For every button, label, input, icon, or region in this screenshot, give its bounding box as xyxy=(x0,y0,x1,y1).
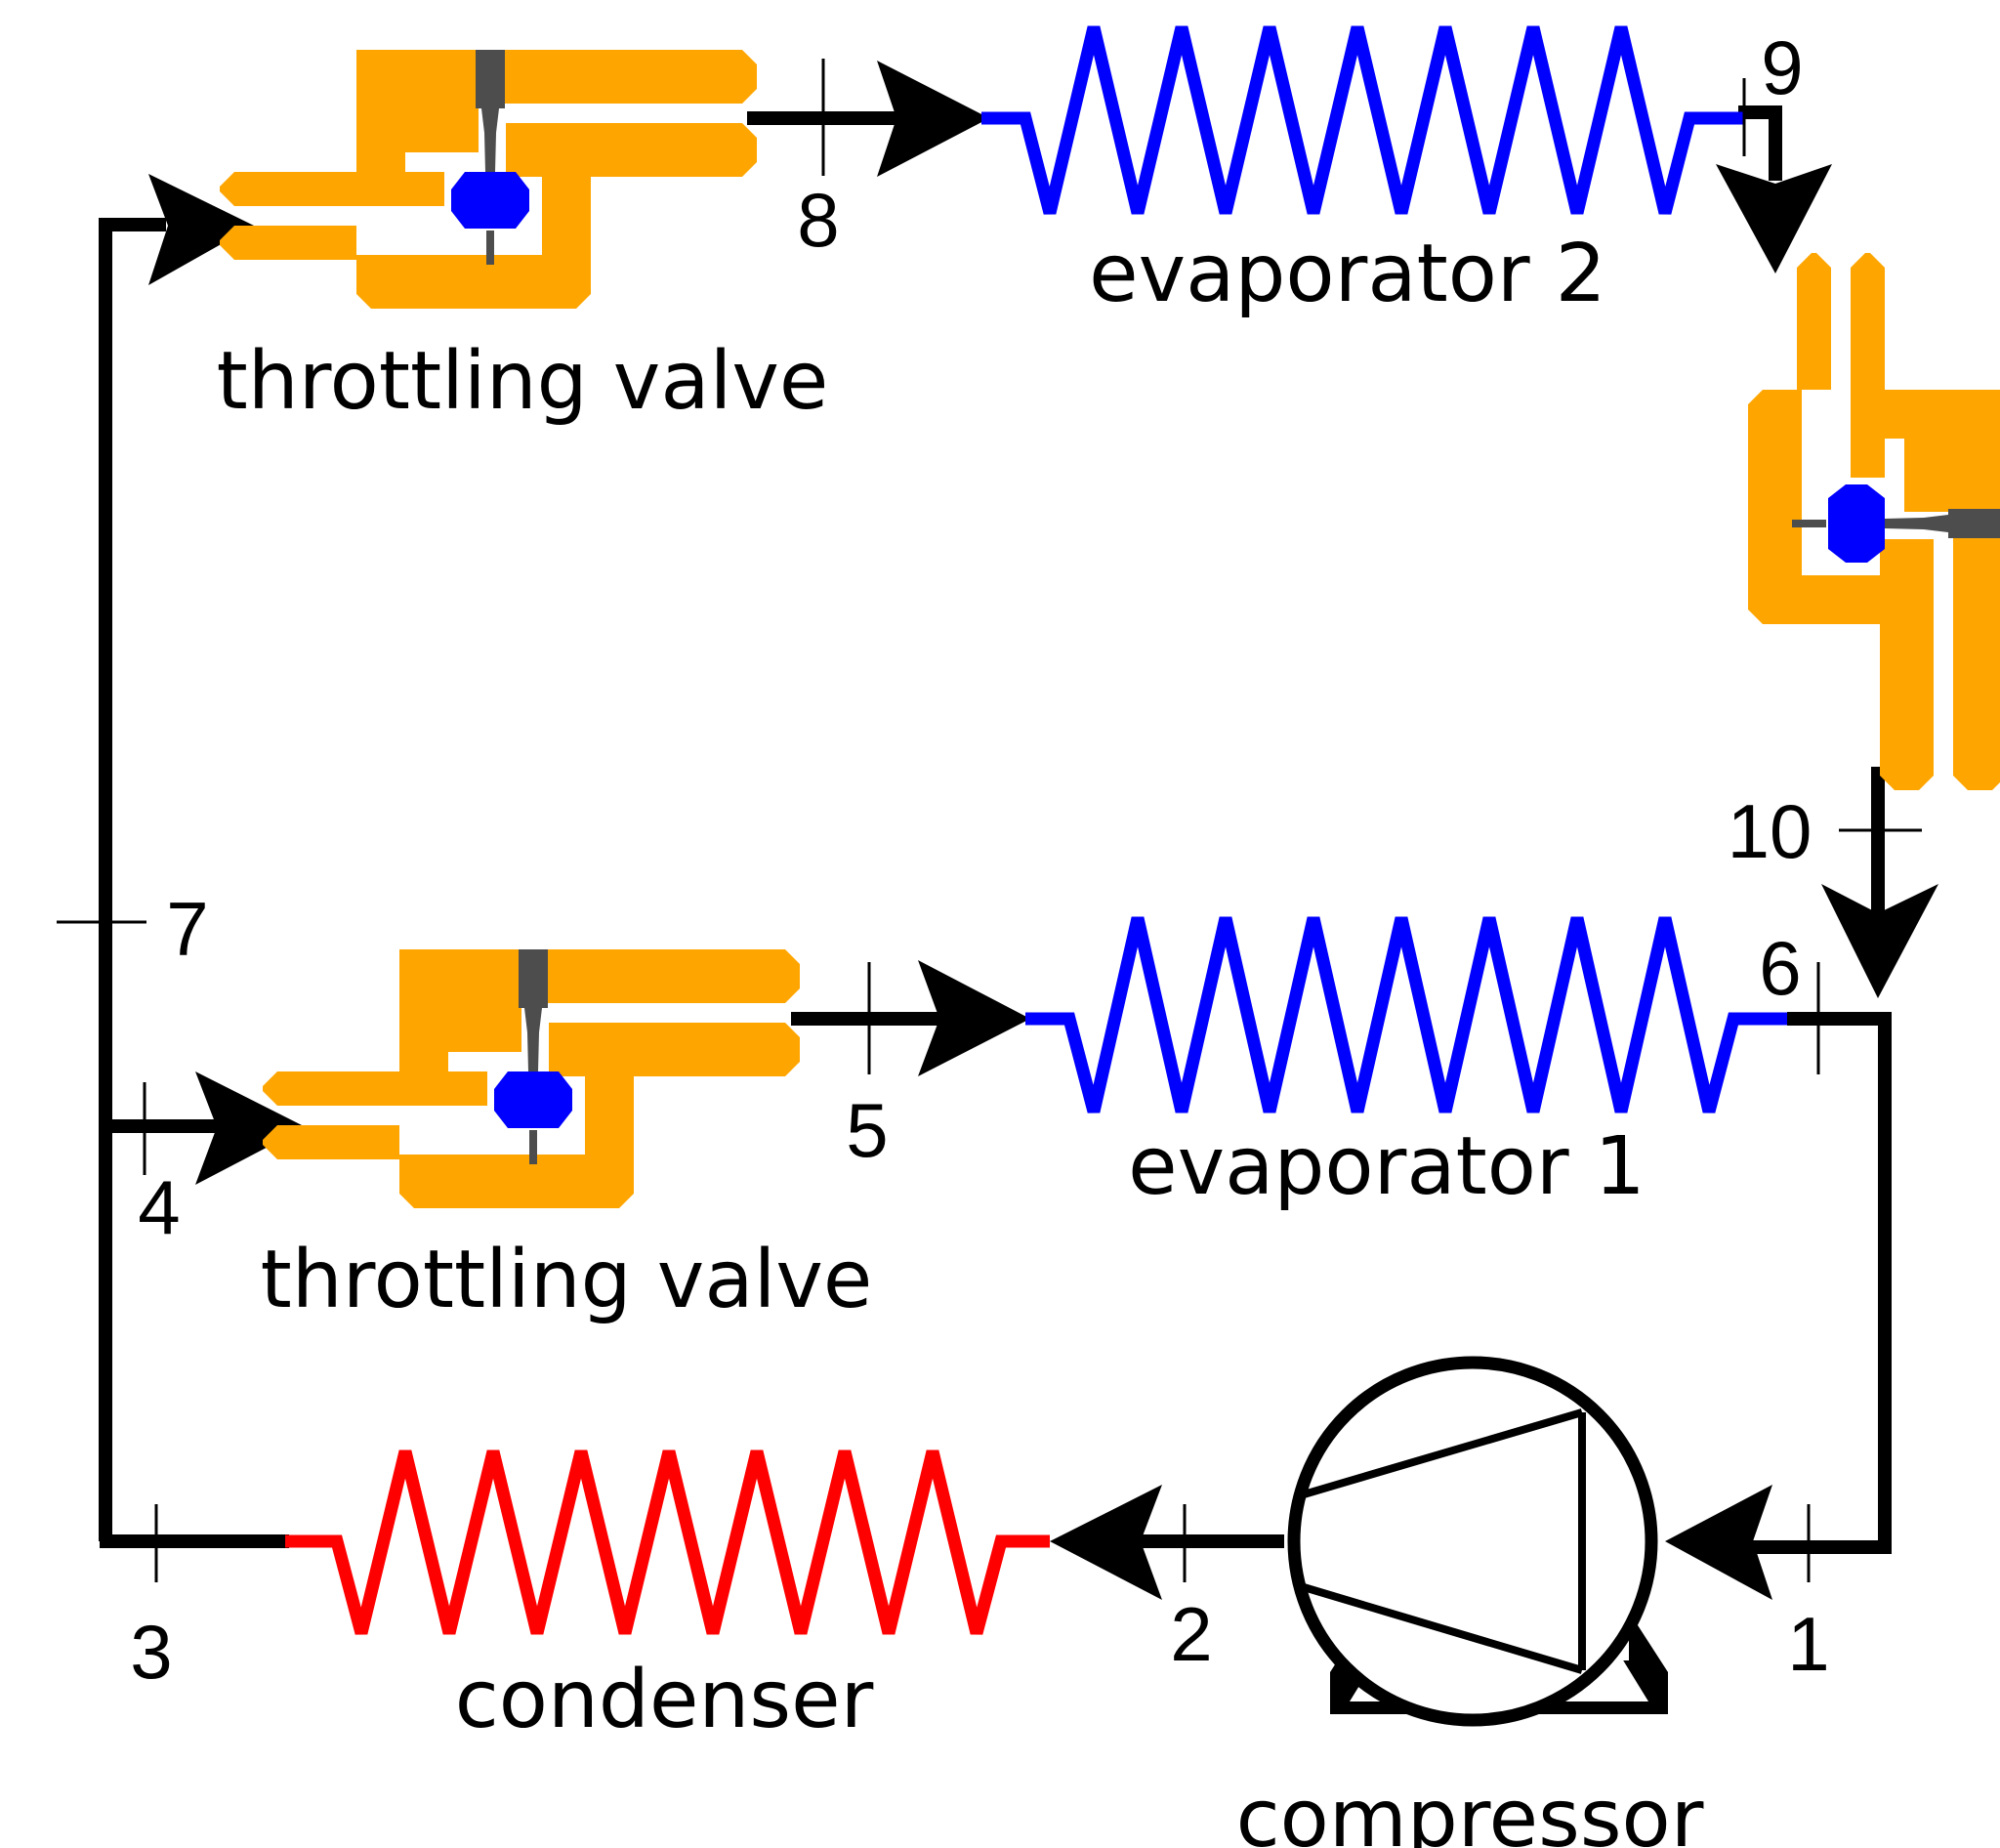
arrow-into-evaporator-1 xyxy=(918,960,1030,1076)
label-throttling-valve-bottom: throttling valve xyxy=(261,1234,873,1326)
evaporator-1-coil xyxy=(1025,916,1787,1113)
evaporator-2-coil xyxy=(981,25,1743,215)
pipe-network xyxy=(99,105,1892,1554)
state-label-3: 3 xyxy=(130,1609,172,1695)
label-compressor: compressor xyxy=(1236,1773,1704,1848)
arrow-into-valve-right xyxy=(1716,164,1832,273)
state-label-10: 10 xyxy=(1728,788,1812,874)
flow-arrows xyxy=(148,61,1938,1600)
arrow-into-valve-top xyxy=(148,174,254,285)
label-throttling-valve-top: throttling valve xyxy=(217,335,829,428)
condenser-coil xyxy=(285,1449,1050,1635)
state-label-8: 8 xyxy=(797,177,839,263)
compressor-symbol xyxy=(1287,1356,1668,1727)
state-ticks xyxy=(57,59,1922,1582)
state-label-7: 7 xyxy=(166,886,208,972)
arrow-into-evaporator-2 xyxy=(877,61,989,177)
state-label-4: 4 xyxy=(138,1164,180,1250)
state-label-9: 9 xyxy=(1761,24,1803,110)
arrow-into-compressor xyxy=(1665,1485,1772,1600)
throttling-valve-bottom-symbol xyxy=(263,949,800,1208)
pipe-6-1 xyxy=(1743,1012,1892,1554)
pipe-left-riser xyxy=(99,218,166,1541)
throttling-valve-right-symbol xyxy=(1748,253,2000,790)
pipe-9 xyxy=(1738,105,1782,181)
label-condenser: condenser xyxy=(455,1654,874,1746)
arrow-into-condenser xyxy=(1050,1485,1162,1600)
state-label-1: 1 xyxy=(1787,1601,1829,1687)
state-label-6: 6 xyxy=(1759,925,1801,1011)
state-label-5: 5 xyxy=(846,1087,888,1173)
throttling-valve-top-symbol xyxy=(220,50,757,309)
arrow-into-mixing-node xyxy=(1821,884,1938,998)
state-label-2: 2 xyxy=(1170,1591,1212,1677)
label-evaporator-2: evaporator 2 xyxy=(1089,228,1606,320)
arrow-into-valve-bottom xyxy=(195,1071,306,1185)
label-evaporator-1: evaporator 1 xyxy=(1128,1120,1646,1213)
